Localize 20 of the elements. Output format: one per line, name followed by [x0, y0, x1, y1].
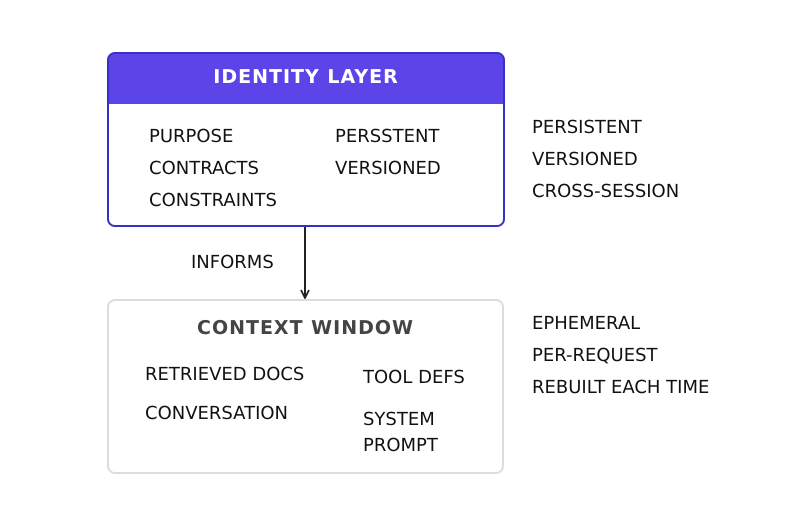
- property-label: EPHEMERAL: [532, 312, 640, 336]
- component-label: VERSIONED: [335, 157, 441, 181]
- layer-box: [107, 52, 505, 227]
- component-label: PERSSTENT: [335, 125, 440, 149]
- component-label: CONTRACTS: [149, 157, 259, 181]
- layer-title: CONTEXT WINDOW: [196, 316, 415, 341]
- arrow: [300, 227, 310, 299]
- layer-title: IDENTITY LAYER: [212, 65, 400, 90]
- component-label: CONVERSATION: [145, 402, 288, 426]
- component-label: PURPOSE: [149, 125, 234, 149]
- component-label: CONSTRAINTS: [149, 189, 277, 213]
- component-label: TOOL DEFS: [363, 366, 465, 390]
- property-label: VERSIONED: [532, 148, 638, 172]
- property-label: CROSS-SESSION: [532, 180, 680, 204]
- property-label: PER-REQUEST: [532, 344, 658, 368]
- property-label: REBUILT EACH TIME: [532, 376, 710, 400]
- component-label: RETRIEVED DOCS: [145, 363, 304, 387]
- component-label: SYSTEM PROMPT: [363, 408, 439, 458]
- layer-box: [107, 299, 504, 474]
- property-label: PERSISTENT: [532, 116, 642, 140]
